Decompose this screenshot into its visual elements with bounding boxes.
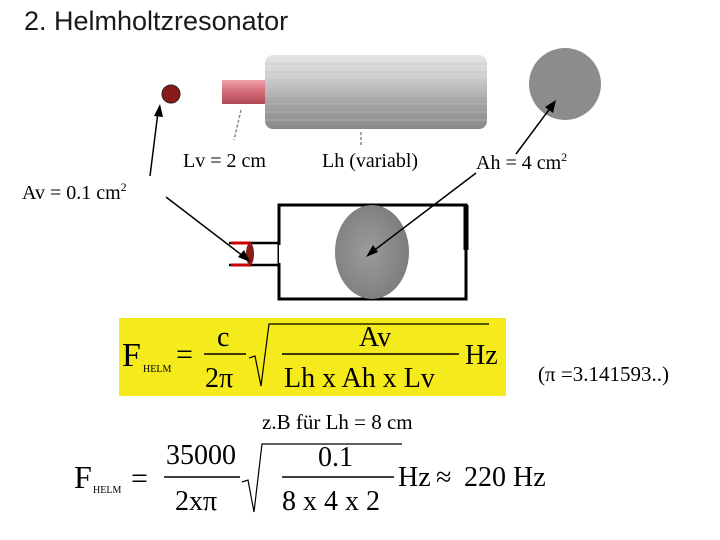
example-num: 35000 [166,440,236,471]
neck-marker [246,243,254,265]
example-approx: ≈ [436,462,451,493]
formula-unit: Hz [465,340,498,371]
pi-note: (π =3.141593..) [538,362,669,386]
formula-num: c [217,322,229,353]
lh-label: Lh (variabl) [322,150,419,172]
ah-label: Ah = 4 cm2 [476,150,568,174]
formula-root-den: Lh x Ah x Lv [284,363,435,394]
resonator-body [265,55,487,129]
formula-f: F [122,337,141,374]
av-label: Av = 0.1 cm2 [22,180,127,204]
formula-eq: = [176,338,193,371]
formula-f-sub: HELM [143,364,171,375]
example-result: 220 Hz [464,462,546,493]
neck-tube [222,80,270,104]
body-cross-section-disc [529,48,601,120]
example-f-sub: HELM [93,485,121,496]
formula-root-num: Av [359,322,391,353]
neck-opening-dot [161,84,181,104]
example-eq: = [131,462,148,495]
example-unit: Hz [398,462,431,493]
example-caption: z.B für Lh = 8 cm [262,410,413,434]
example-den: 2xπ [175,486,217,517]
slide-title: 2. Helmholtzresonator [24,6,289,36]
example-formula: F HELM = 35000 2xπ 0.1 8 x 4 x 2 Hz ≈ 22… [72,434,562,534]
example-root-num: 0.1 [318,442,353,473]
helmholtz-formula: F HELM = c 2π Av Lh x Ah x Lv Hz [119,318,506,396]
formula-den: 2π [205,363,233,394]
example-root-den: 8 x 4 x 2 [282,486,380,517]
lv-label: Lv = 2 cm [183,150,266,172]
example-f: F [74,459,92,495]
